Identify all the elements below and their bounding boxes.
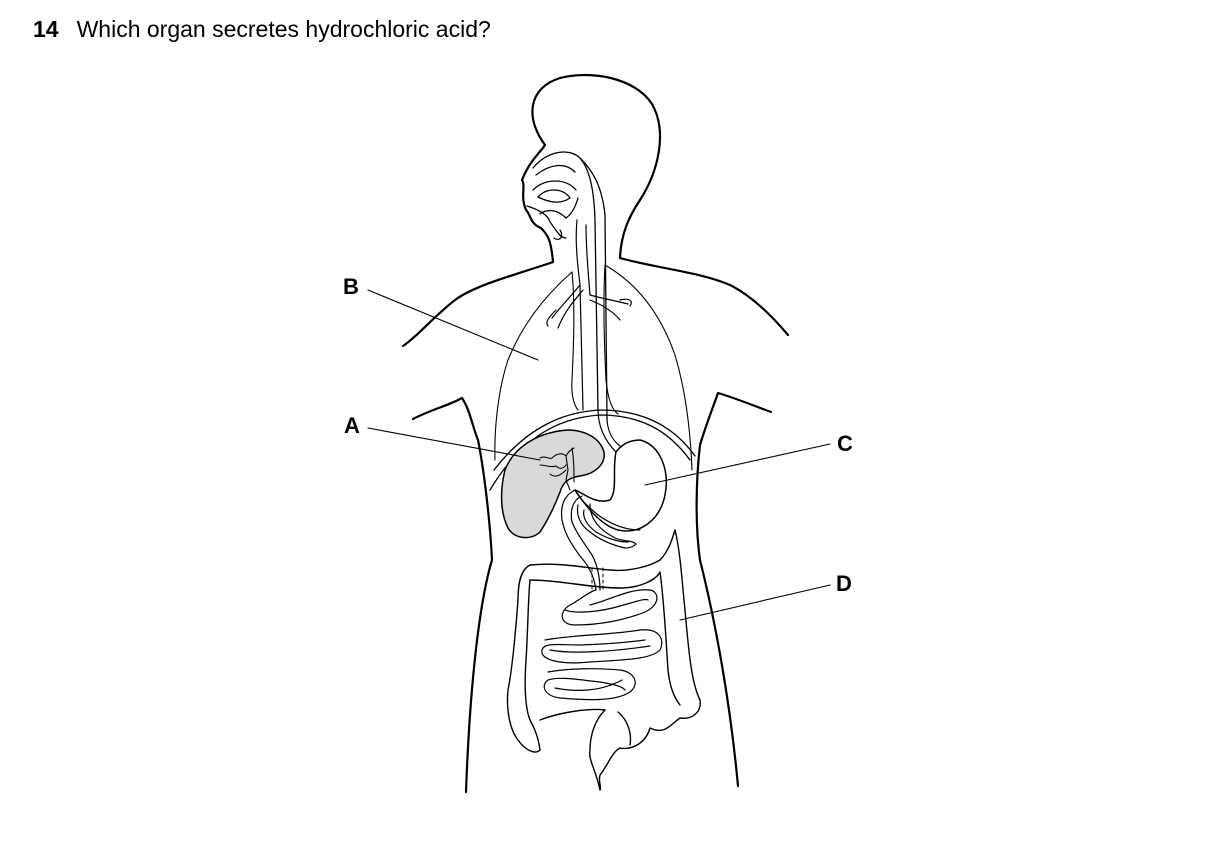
trachea-bronchi: [547, 220, 631, 410]
duodenum-pancreas: [562, 490, 636, 590]
small-intestine: [542, 590, 662, 700]
question: 14 Which organ secretes hydrochloric acid…: [33, 14, 491, 44]
leader-line-c: [645, 444, 830, 485]
leader-line-b: [368, 290, 538, 360]
label-b: B: [343, 274, 359, 299]
stomach: [575, 440, 666, 531]
question-number: 14: [33, 16, 59, 42]
large-intestine: [507, 530, 700, 790]
label-d: D: [836, 571, 852, 596]
lungs: [495, 265, 692, 470]
question-text: Which organ secretes hydrochloric acid?: [76, 16, 491, 42]
gall-bladder-ducts: [540, 448, 574, 490]
leader-line-d: [680, 585, 830, 620]
nasal-oral-cavity: [527, 152, 607, 420]
leader-line-a: [368, 428, 540, 460]
label-c: C: [837, 431, 853, 456]
label-a: A: [344, 413, 360, 438]
body-outline: [403, 75, 788, 792]
liver: [502, 430, 605, 538]
oesophagus: [598, 410, 616, 452]
